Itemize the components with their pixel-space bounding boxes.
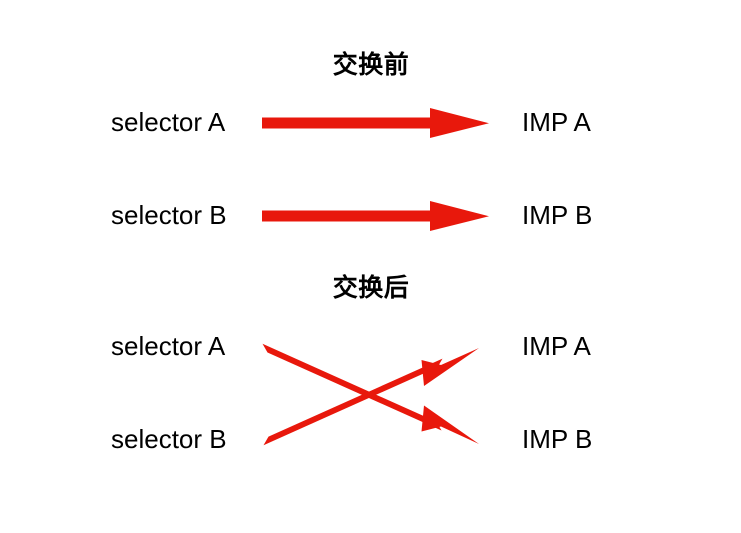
after-imp-a-label: IMP A [522, 331, 591, 361]
before-imp-a-label: IMP A [522, 107, 591, 137]
after-selector-b-label: selector B [111, 424, 227, 454]
after-imp-b-label: IMP B [522, 424, 593, 454]
before-imp-b-label: IMP B [522, 200, 593, 230]
section-title-before: 交换前 [332, 51, 410, 79]
arrow-selector-a-to-imp-a [262, 108, 489, 138]
before-selector-a-label: selector A [111, 107, 226, 137]
before-selector-b-label: selector B [111, 200, 227, 230]
arrow-selector-b-to-imp-b [262, 201, 489, 231]
arrow-selector-b-to-imp-a [263, 348, 479, 446]
section-title-after: 交换后 [332, 274, 410, 302]
after-selector-a-label: selector A [111, 331, 226, 361]
arrow-selector-a-to-imp-b [262, 343, 479, 444]
